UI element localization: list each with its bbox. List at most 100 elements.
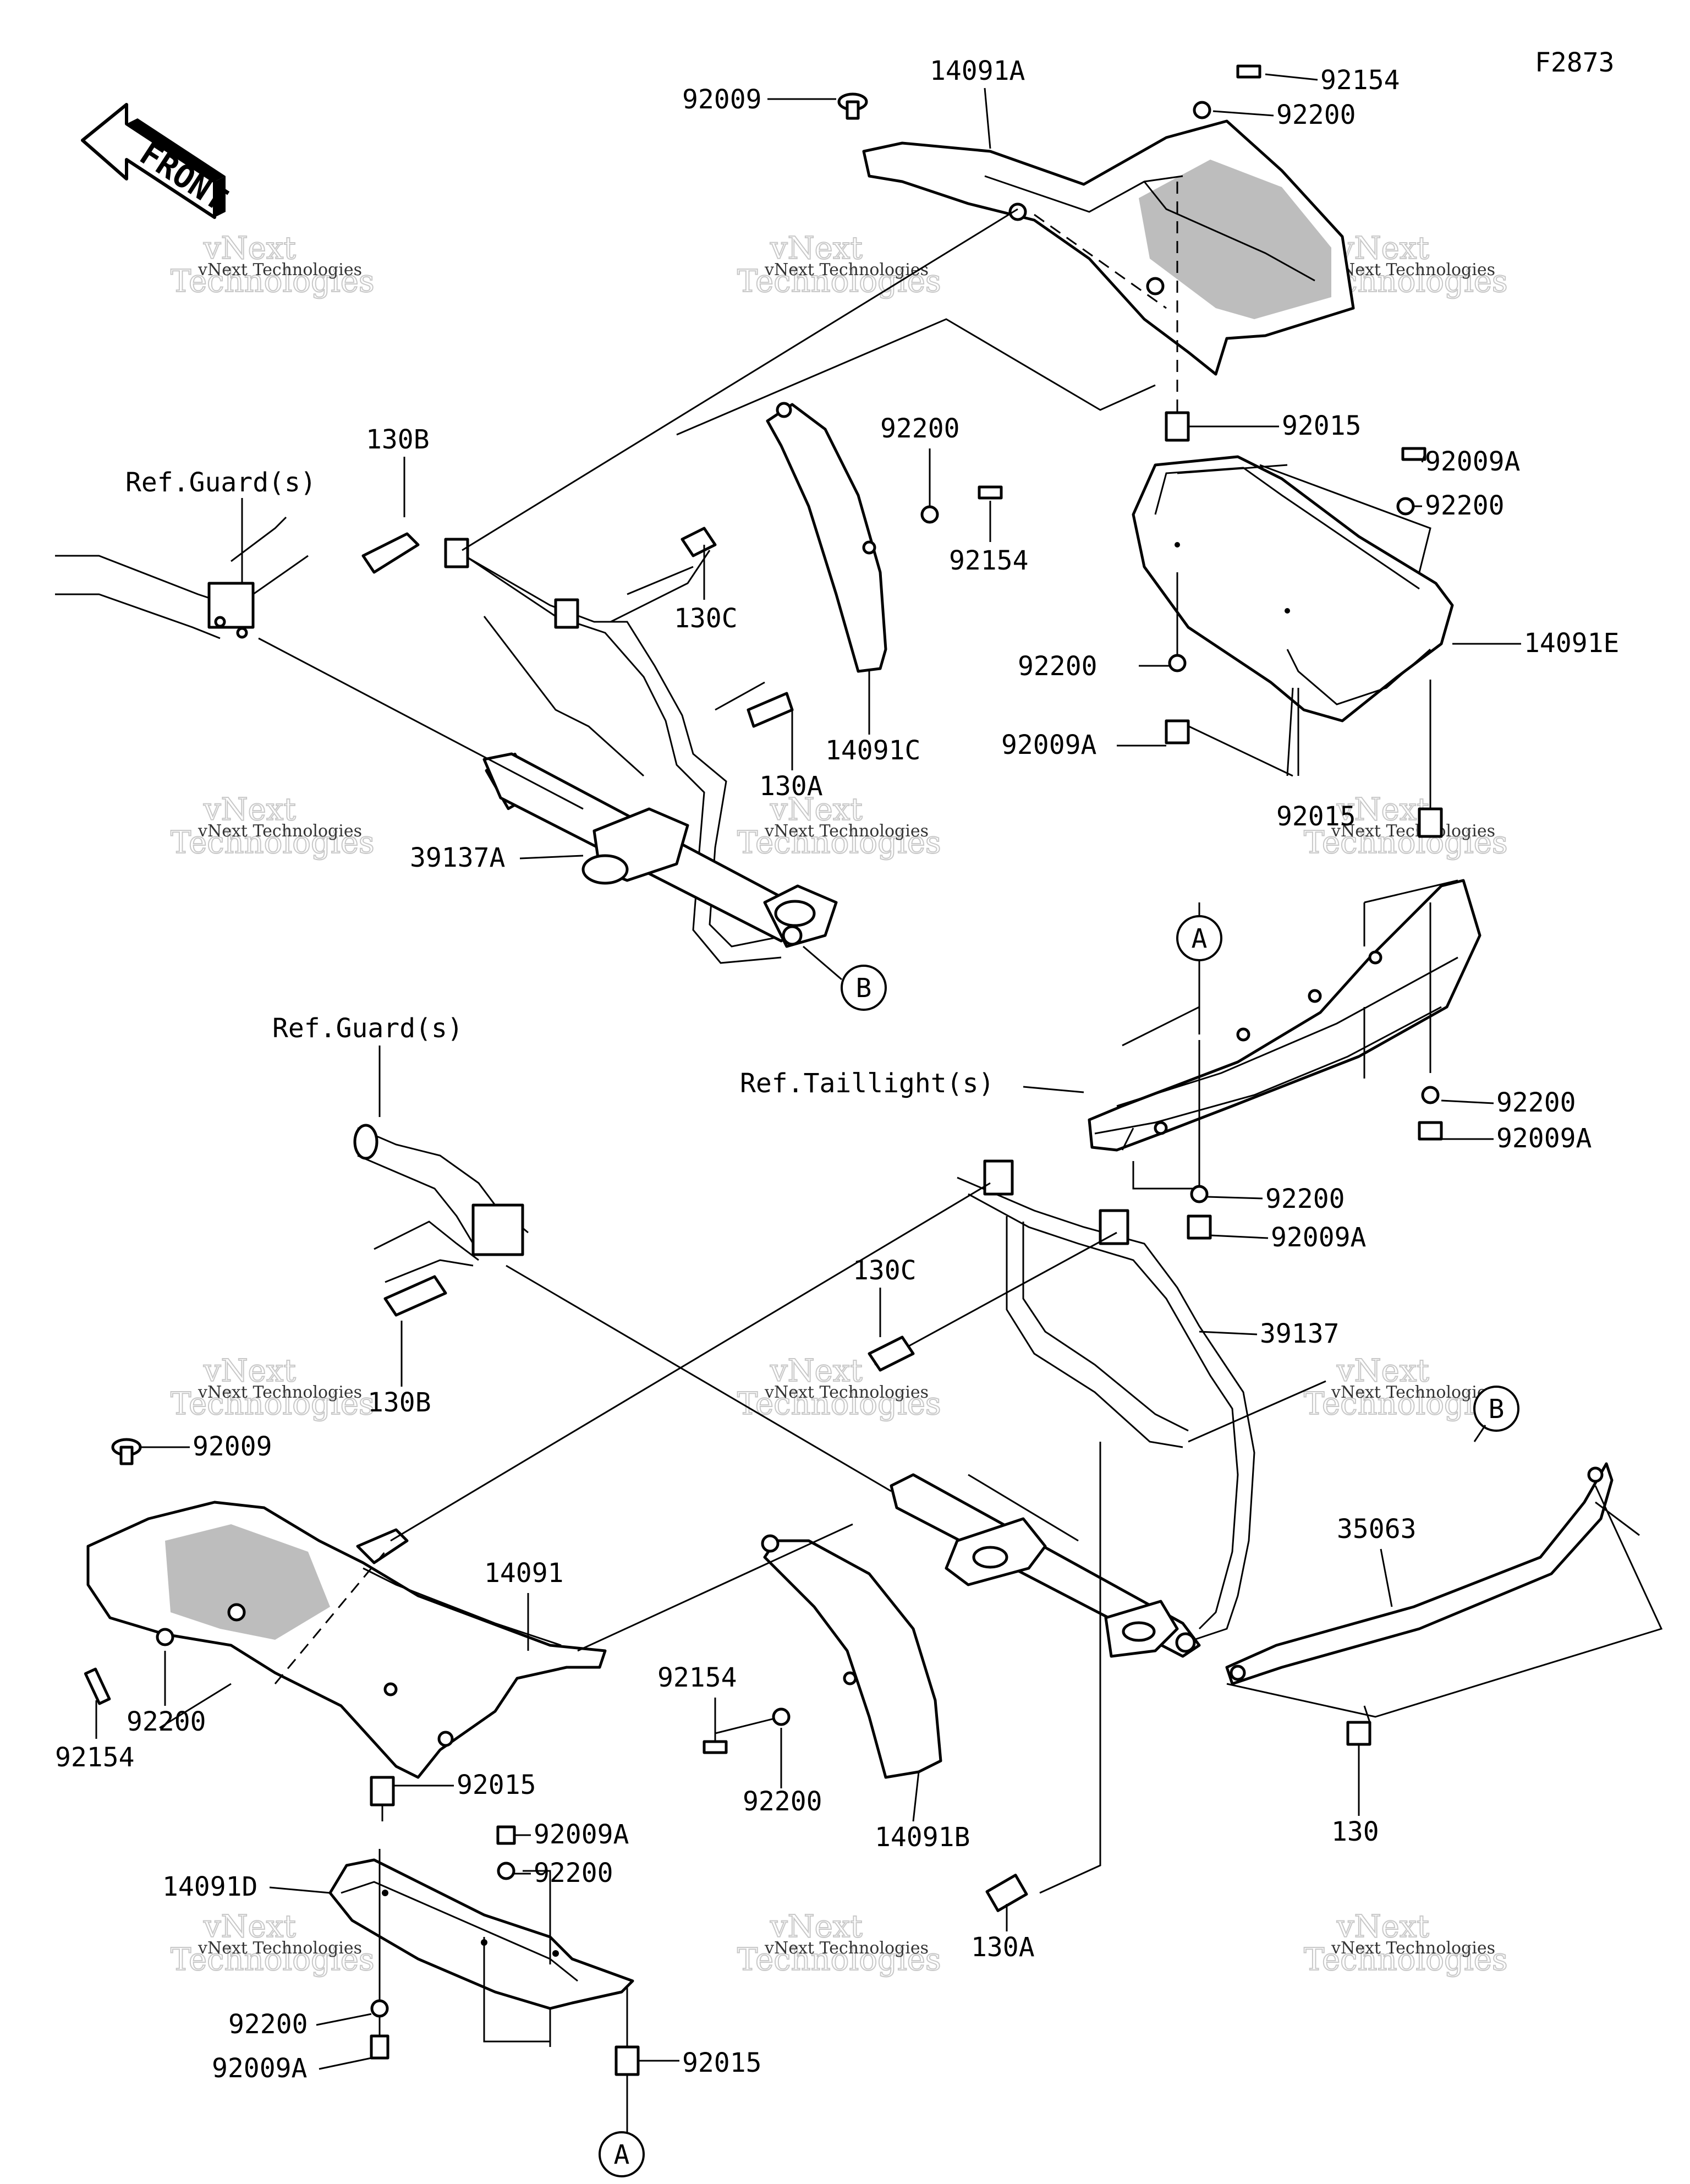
watermark-logo: vNext bbox=[203, 792, 296, 828]
watermark-logo: vNext bbox=[770, 231, 863, 266]
part-39137 bbox=[890, 1159, 1255, 1658]
front-arrow-icon: FRONT bbox=[81, 103, 234, 219]
watermark-text: vNext Technologies bbox=[197, 1939, 362, 1958]
figure-code: F2873 bbox=[1535, 47, 1615, 78]
callout-label: 92009A bbox=[1001, 730, 1096, 760]
leader-lines-upper bbox=[258, 182, 1458, 1190]
front-label: FRONT bbox=[133, 135, 234, 218]
callout-label: 130A bbox=[759, 771, 823, 802]
watermark-text: vNext Technologies bbox=[1331, 1383, 1495, 1402]
callout-label: 92015 bbox=[1276, 801, 1356, 832]
callout-label: 35063 bbox=[1337, 1514, 1417, 1545]
ref-guard-upper bbox=[55, 516, 309, 639]
watermark-text: vNext Technologies bbox=[1331, 260, 1495, 280]
callout-label: 39137A bbox=[410, 842, 505, 873]
watermark-text: vNext Technologies bbox=[197, 260, 362, 280]
callout-label: 92200 bbox=[1425, 490, 1505, 521]
fasteners-lower bbox=[84, 1275, 1371, 2076]
watermark-text: vNext Technologies bbox=[764, 260, 929, 280]
callout-label: 92154 bbox=[949, 545, 1029, 576]
callout-label: 92009A bbox=[534, 1819, 629, 1850]
watermark-logo: Technologies bbox=[737, 1942, 941, 1978]
callout-label: 92015 bbox=[457, 1770, 536, 1800]
callout-label: 92009A bbox=[1271, 1222, 1366, 1253]
callout-label: 92154 bbox=[55, 1742, 135, 1773]
marker-a-label: A bbox=[614, 2139, 630, 2170]
part-14091A bbox=[862, 119, 1355, 376]
marker-b-leader bbox=[1473, 1425, 1486, 1442]
ref-guard-label: Ref.Guard(s) bbox=[272, 1013, 463, 1044]
marker-a-top: A bbox=[1176, 915, 1222, 961]
part-14091 bbox=[86, 1501, 607, 1779]
watermark-logo: vNext bbox=[770, 792, 863, 828]
part-taillight bbox=[1088, 879, 1482, 1152]
callout-label: 92009A bbox=[212, 2053, 307, 2084]
callout-label: 92200 bbox=[1265, 1184, 1345, 1214]
part-14091C bbox=[766, 402, 887, 673]
callouts-lower: 130C 39137 130B 92009 14091 92200 92154 … bbox=[55, 1255, 1417, 2084]
callout-label: 92200 bbox=[1018, 651, 1098, 682]
callout-label: 14091B bbox=[875, 1822, 970, 1853]
watermark-logo: vNext bbox=[203, 1353, 296, 1389]
ref-guard-label: Ref.Guard(s) bbox=[125, 467, 316, 498]
watermark-group: vNext Technologies vNext Technologies vN… bbox=[170, 230, 1508, 1978]
watermark-logo: vNext bbox=[1336, 792, 1429, 828]
callout-label: 92015 bbox=[1282, 410, 1362, 441]
watermark-logo: Technologies bbox=[171, 264, 375, 299]
callout-label: 92200 bbox=[743, 1786, 822, 1817]
watermark-logo: vNext bbox=[1336, 1909, 1429, 1945]
callout-label: 14091E bbox=[1524, 628, 1619, 659]
callout-label: 92200 bbox=[1496, 1087, 1576, 1118]
ref-guard-lower bbox=[353, 1124, 529, 1283]
watermark-logo: vNext bbox=[1336, 231, 1429, 266]
watermark-logo: vNext bbox=[203, 1909, 296, 1945]
callout-label: 92200 bbox=[880, 413, 960, 444]
callout-label: 92009A bbox=[1425, 446, 1520, 477]
callout-label: 14091C bbox=[825, 735, 920, 766]
watermark-logo: Technologies bbox=[171, 825, 375, 861]
ref-taillight-label: Ref.Taillight(s) bbox=[740, 1068, 994, 1099]
watermark-text: vNext Technologies bbox=[1331, 1939, 1495, 1958]
marker-b-bottom: B bbox=[1473, 1386, 1519, 1432]
watermark-logo: vNext bbox=[770, 1909, 863, 1945]
callout-label: 92009 bbox=[193, 1431, 272, 1462]
callout-label: 92200 bbox=[1276, 100, 1356, 130]
marker-a-bottom: A bbox=[599, 2131, 645, 2177]
watermark-text: vNext Technologies bbox=[1331, 822, 1495, 841]
watermark-text: vNext Technologies bbox=[764, 822, 929, 841]
watermark-logo: vNext bbox=[770, 1353, 863, 1389]
callouts-upper: 92009 14091A 92154 92200 92015 92009A 92… bbox=[366, 56, 1619, 1253]
callout-label: 39137 bbox=[1260, 1318, 1340, 1349]
part-14091E bbox=[1132, 455, 1454, 722]
watermark-logo: Technologies bbox=[737, 825, 941, 861]
leader-lines-lower bbox=[159, 1182, 1663, 2135]
callout-label: 14091D bbox=[162, 1871, 257, 1902]
watermark-text: vNext Technologies bbox=[197, 1383, 362, 1402]
marker-b-top: B bbox=[841, 965, 887, 1011]
callout-label: 92200 bbox=[127, 1706, 206, 1737]
callout-label: 130A bbox=[971, 1932, 1035, 1963]
callout-label: 92009A bbox=[1496, 1123, 1592, 1154]
callout-label: 14091 bbox=[484, 1558, 564, 1589]
watermark-text: vNext Technologies bbox=[764, 1939, 929, 1958]
part-39137A bbox=[444, 538, 838, 964]
watermark-logo: vNext bbox=[203, 231, 296, 266]
callout-label: 14091A bbox=[930, 56, 1025, 86]
watermark-text: vNext Technologies bbox=[764, 1383, 929, 1402]
callout-label: 92009 bbox=[682, 84, 762, 115]
callout-label: 130B bbox=[367, 1387, 431, 1418]
callout-label: 92154 bbox=[657, 1662, 737, 1693]
callout-label: 92015 bbox=[682, 2048, 762, 2078]
ref-taillight-leader bbox=[1023, 1086, 1084, 1093]
callout-label: 130C bbox=[853, 1255, 917, 1286]
callout-label: 130 bbox=[1331, 1816, 1379, 1847]
callout-label: 92200 bbox=[228, 2009, 308, 2040]
watermark-logo: Technologies bbox=[1304, 825, 1508, 861]
watermark-text: vNext Technologies bbox=[197, 822, 362, 841]
watermark-logo: Technologies bbox=[171, 1386, 375, 1422]
callout-label: 130B bbox=[366, 424, 430, 455]
watermark-logo: vNext bbox=[1336, 1353, 1429, 1389]
marker-b-leader bbox=[803, 945, 842, 981]
part-14091D bbox=[328, 1858, 634, 2010]
